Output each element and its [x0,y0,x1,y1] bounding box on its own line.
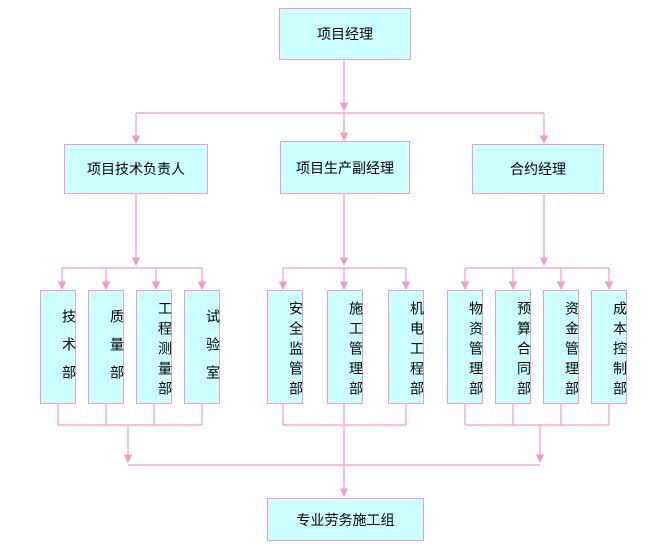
dept-label: 试验室 [204,308,220,393]
dept-box-budget: 预算合同部 [495,290,531,404]
dept-box-cost: 成本控制部 [591,290,627,404]
dept-label: 预算合同部 [515,300,531,401]
dept-label: 施工管理部 [347,300,363,401]
dept-label: 安全监管部 [287,300,303,401]
contract-manager-box: 合约经理 [472,144,604,194]
dept-box-survey: 工程测量部 [136,290,172,404]
dept-box-construction: 施工管理部 [327,290,363,404]
contract-manager-label: 合约经理 [510,162,566,178]
dept-label: 资金管理部 [563,300,579,401]
dept-box-lab: 试验室 [184,290,220,404]
project-manager-box: 项目经理 [279,8,411,60]
tech-lead-label: 项目技术负责人 [87,162,185,178]
dept-box-quality: 质量部 [88,290,124,404]
dept-label: 工程测量部 [156,300,172,401]
dept-box-safety: 安全监管部 [267,290,303,404]
dept-label: 机电工程部 [408,300,424,401]
labor-team-box: 专业劳务施工组 [267,498,424,541]
dept-label: 质量部 [108,308,124,393]
dept-label: 技术部 [60,308,76,393]
dept-label: 物资管理部 [467,300,483,401]
production-manager-box: 项目生产副经理 [280,141,410,194]
dept-label: 成本控制部 [611,300,627,401]
dept-box-funds: 资金管理部 [543,290,579,404]
dept-box-materials: 物资管理部 [447,290,483,404]
labor-team-label: 专业劳务施工组 [296,512,395,529]
dept-box-electromechanical: 机电工程部 [388,290,424,404]
tech-lead-box: 项目技术负责人 [64,144,208,194]
project-manager-label: 项目经理 [317,27,373,43]
dept-box-tech: 技术部 [40,290,76,404]
production-manager-label: 项目生产副经理 [296,160,394,177]
